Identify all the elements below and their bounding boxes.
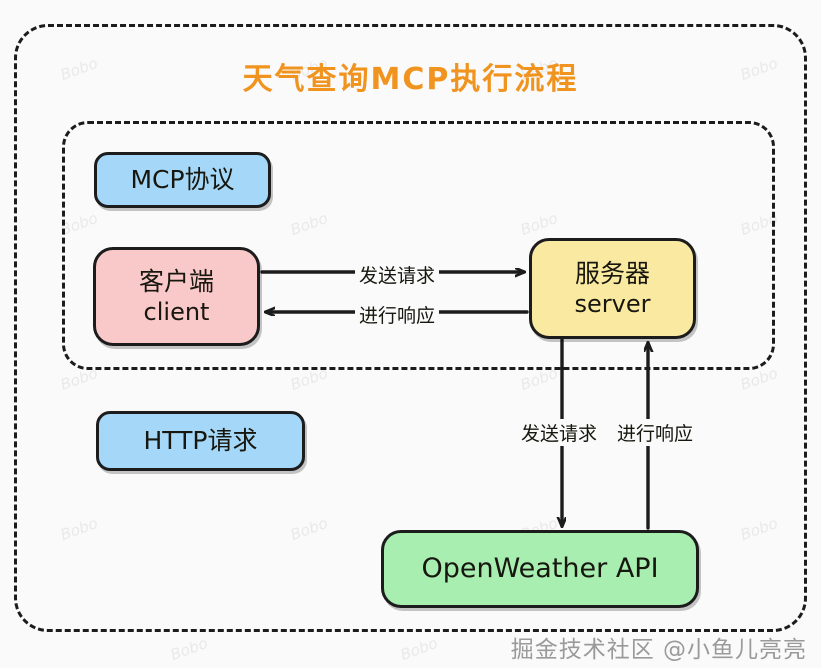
- node-client-label-cn: 客户端: [138, 266, 214, 296]
- edge-label-server-to-client: 进行响应: [355, 301, 440, 328]
- edge-label-api-to-server: 进行响应: [613, 419, 698, 446]
- node-http-request-label: HTTP请求: [143, 426, 258, 456]
- diagram-title: 天气查询MCP执行流程: [242, 62, 579, 97]
- watermark-tile: Bobo: [168, 634, 211, 664]
- node-client[interactable]: 客户端 client: [93, 247, 260, 346]
- node-openweather-api-label: OpenWeather API: [421, 553, 659, 585]
- outer-boundary-frame: [14, 24, 807, 632]
- node-openweather-api[interactable]: OpenWeather API: [381, 530, 699, 608]
- node-server-label-cn: 服务器: [574, 258, 650, 288]
- node-mcp-protocol[interactable]: MCP协议: [94, 152, 271, 208]
- edge-label-server-to-api: 发送请求: [517, 419, 602, 446]
- node-mcp-protocol-label: MCP协议: [130, 165, 235, 195]
- node-client-label-en: client: [143, 298, 210, 327]
- node-server[interactable]: 服务器 server: [529, 238, 696, 339]
- mcp-protocol-boundary-frame: [62, 121, 775, 370]
- node-http-request[interactable]: HTTP请求: [96, 411, 305, 471]
- node-server-label-en: server: [574, 290, 651, 319]
- edge-label-client-to-server: 发送请求: [355, 261, 440, 288]
- watermark-tile: Bobo: [398, 634, 441, 664]
- watermark-credit: 掘金技术社区 @小鱼儿亮亮: [510, 637, 807, 663]
